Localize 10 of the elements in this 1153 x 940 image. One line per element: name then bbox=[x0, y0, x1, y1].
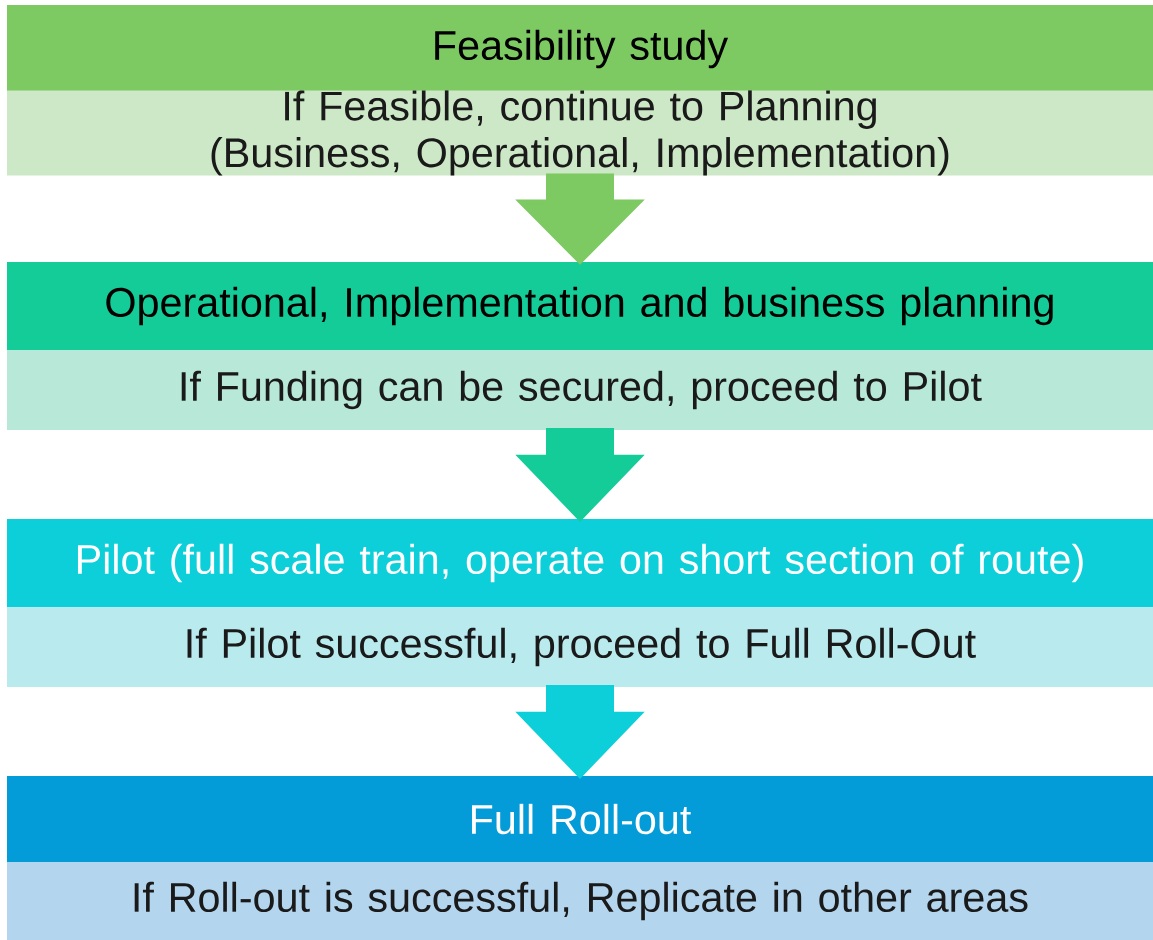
condition-band: If Feasible, continue to Planning (Business, Operational, Implementation) bbox=[7, 90, 1153, 176]
stage-header-band: Pilot (full scale train, operate on short section of route) bbox=[7, 519, 1153, 607]
condition-band: If Pilot successful, proceed to Full Roll-Out bbox=[7, 607, 1153, 687]
stage-header-band: Full Roll-out bbox=[7, 776, 1153, 862]
stage-header-band: Operational, Implementation and business planning bbox=[7, 262, 1153, 350]
condition-band: If Roll-out is successful, Replicate in other areas bbox=[7, 862, 1153, 940]
condition-band: If Funding can be secured, proceed to Pilot bbox=[7, 350, 1153, 430]
down-arrow bbox=[515, 173, 645, 265]
down-arrow bbox=[515, 428, 645, 522]
down-arrow bbox=[515, 685, 645, 779]
